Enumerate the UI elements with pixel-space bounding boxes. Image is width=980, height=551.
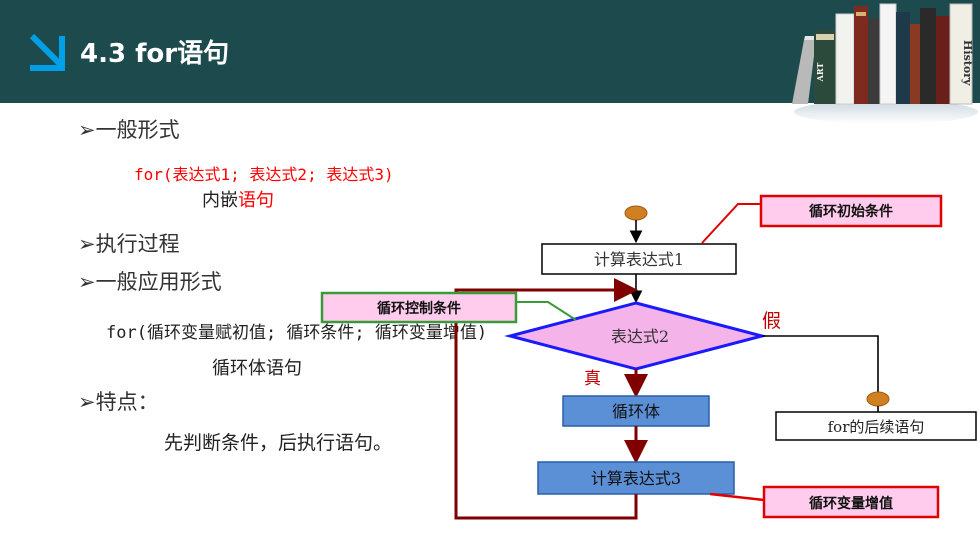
bullet-execution: ➢执行过程 xyxy=(78,232,180,256)
loop-back-path xyxy=(454,288,638,520)
embedded-prefix: 内嵌 xyxy=(202,190,238,211)
loop-body-label: 循环体 xyxy=(612,402,660,421)
bullet-general-form: ➢一般形式 xyxy=(78,118,180,142)
compute-expr3-label: 计算表达式3 xyxy=(591,469,681,488)
book-label-history: History xyxy=(961,40,974,86)
after-statement-box xyxy=(775,411,977,441)
bullet-features: ➢特点： xyxy=(78,390,159,414)
compute-expr1-label: 计算表达式1 xyxy=(594,250,684,269)
callout-increment-label: 循环变量增值 xyxy=(809,495,893,512)
callout-init-pointer xyxy=(701,203,760,244)
callout-control-label: 循环控制条件 xyxy=(377,300,461,317)
books-illustration: ART History xyxy=(792,3,978,124)
callout-increment-box xyxy=(762,485,940,519)
callout-control-box xyxy=(320,291,518,324)
book-label-art: ART xyxy=(815,63,825,83)
compute-expr1-box xyxy=(541,243,737,275)
decision-expr2-label: 表达式2 xyxy=(611,327,669,346)
application-syntax: for(循环变量赋初值; 循环条件; 循环变量增值) xyxy=(106,323,488,343)
slide-title: 4.3 for语句 xyxy=(80,39,230,69)
embedded-statement: 内嵌语句 xyxy=(202,186,274,212)
bullet-application: ➢一般应用形式 xyxy=(78,270,222,294)
for-syntax: for(表达式1; 表达式2; 表达式3) xyxy=(134,165,394,184)
callout-increment-pointer xyxy=(709,492,765,502)
loop-body-statement: 循环体语句 xyxy=(212,358,302,379)
after-statement-label: for的后续语句 xyxy=(828,418,925,436)
feature-text: 先判断条件，后执行语句。 xyxy=(164,432,393,454)
true-label: 真 xyxy=(584,369,601,389)
loop-body-box xyxy=(562,395,710,427)
false-branch-line xyxy=(762,335,879,396)
after-node xyxy=(866,391,890,407)
start-node xyxy=(624,205,648,221)
arrow-down-right-icon xyxy=(29,33,65,71)
callout-control-pointer xyxy=(516,301,577,321)
false-label: 假 xyxy=(762,310,781,332)
callout-init-label: 循环初始条件 xyxy=(809,203,893,220)
embedded-statement-word: 语句 xyxy=(238,190,274,211)
callout-init-box xyxy=(759,194,943,228)
